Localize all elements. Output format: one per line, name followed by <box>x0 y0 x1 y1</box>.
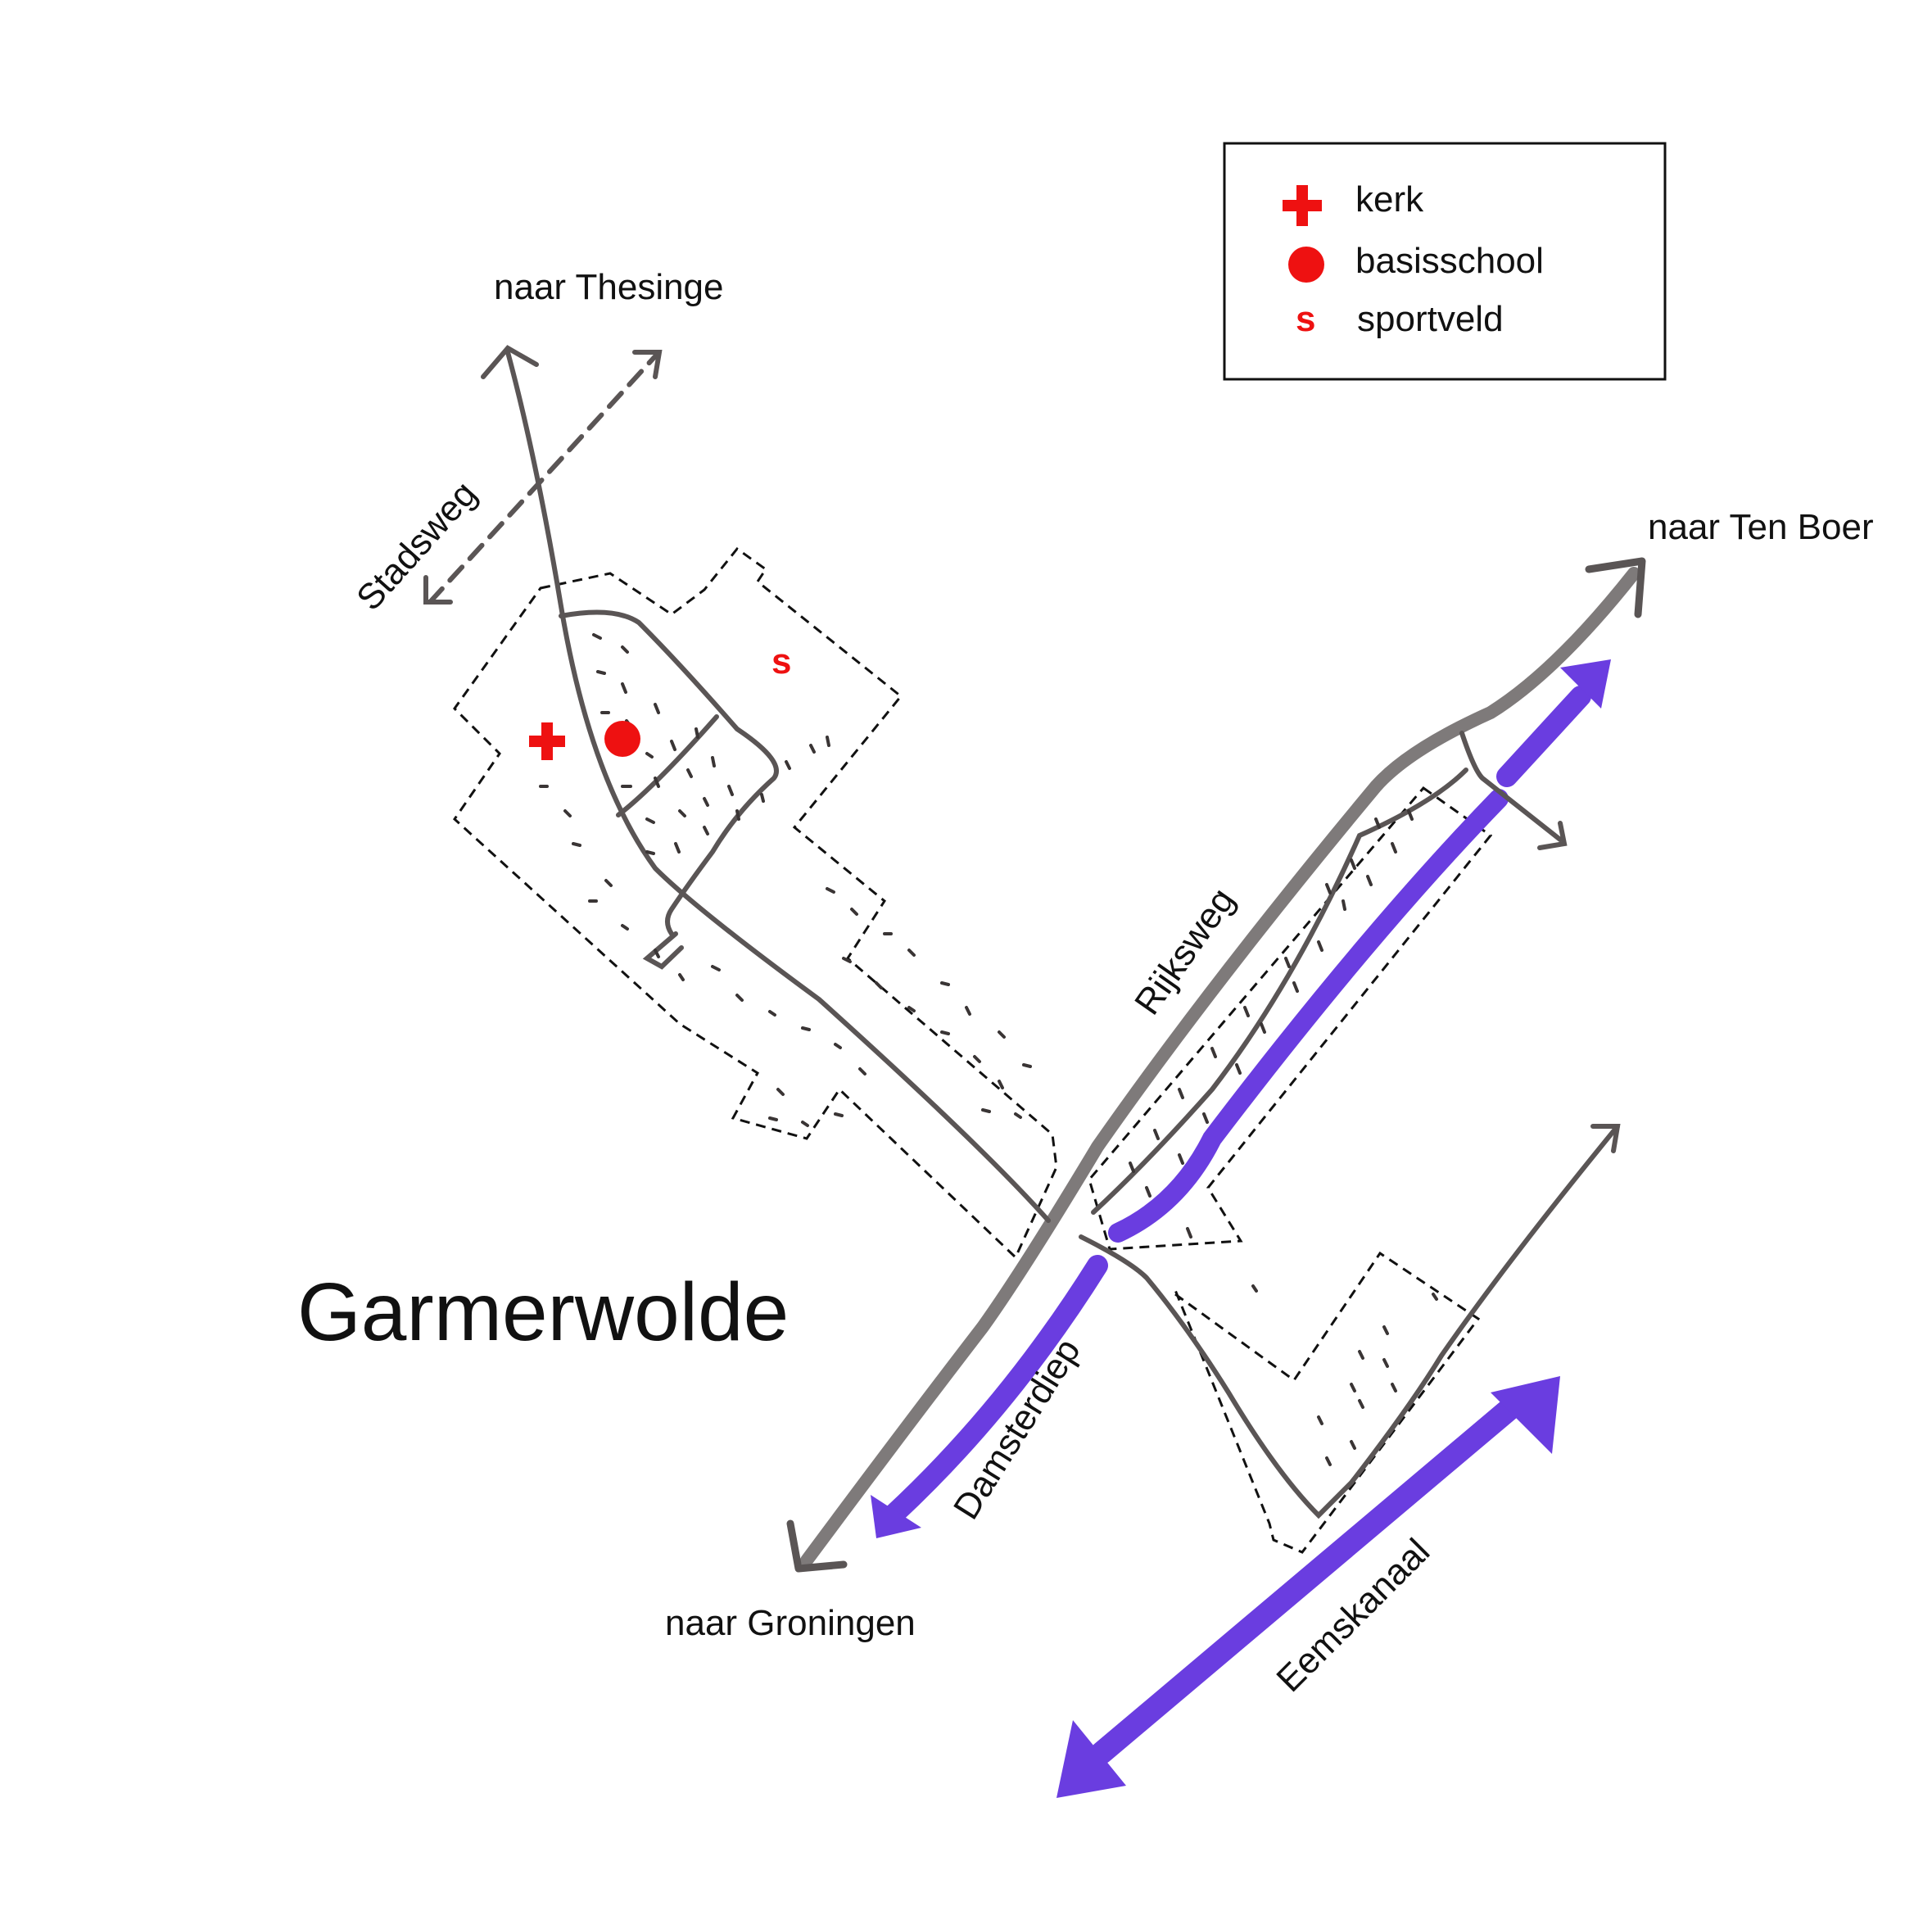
house-mark <box>826 887 1032 1119</box>
s-icon: s <box>1296 299 1315 339</box>
village-core-outline <box>453 546 1058 1260</box>
thesinge-road-line <box>505 350 1051 1223</box>
street-loop <box>559 609 779 936</box>
stadsweg-arrow-sw <box>423 575 453 605</box>
eemskanaal-line <box>1090 1389 1531 1764</box>
school-marker <box>604 721 640 757</box>
damsterdiep-line-upper <box>1496 686 1591 787</box>
damsterdiep-arrow-sw <box>871 1495 921 1538</box>
legend-label-sportveld: sportveld <box>1357 299 1504 339</box>
rijksweg-side <box>1091 768 1468 1215</box>
label-eemskanaal: Eemskanaal <box>1269 1531 1437 1700</box>
south-strip-outline <box>1174 1251 1481 1554</box>
damsterdiep-line-north <box>1108 789 1509 1243</box>
stadsweg-line <box>428 354 658 605</box>
eemskanaal-arrow-sw <box>1056 1720 1126 1798</box>
label-stadsweg: Stadsweg <box>349 473 485 618</box>
rijksweg-arrow-ne <box>1585 557 1646 618</box>
legend-label-basisschool: basisschool <box>1355 241 1544 281</box>
street-cross <box>616 714 719 817</box>
legend: kerk basisschool s sportveld <box>1223 142 1667 381</box>
rijksweg-road <box>786 557 1646 1573</box>
map-title: Garmerwolde <box>297 1266 789 1358</box>
houses <box>539 633 1438 1466</box>
village-outline <box>453 546 1493 1554</box>
stadsweg-road <box>423 350 663 605</box>
thesinge-arrow <box>481 345 539 379</box>
south-road-arrow <box>1590 1124 1621 1153</box>
house-mark <box>1251 1284 1438 1466</box>
house-mark <box>539 785 866 1075</box>
church-cross-h <box>529 736 565 747</box>
dot-icon <box>1288 247 1324 283</box>
legend-item-sportveld: s sportveld <box>1296 299 1504 339</box>
church-marker <box>529 722 565 760</box>
house-mark <box>1129 809 1414 1238</box>
label-groningen: naar Groningen <box>665 1603 916 1643</box>
ten-boer-branch-arrow <box>1537 821 1568 850</box>
house-mark <box>592 633 716 788</box>
village-streets <box>559 609 1621 1519</box>
legend-item-kerk: kerk <box>1283 179 1424 226</box>
damsterdiep-line-south <box>882 1255 1108 1526</box>
damsterdiep-arrow-ne <box>1560 659 1611 709</box>
rijksweg-strip-outline <box>1088 786 1493 1251</box>
sportveld-marker: s <box>771 641 791 682</box>
house-mark <box>768 1088 844 1127</box>
damsterdiep-canal <box>871 659 1611 1538</box>
house-mark <box>645 736 830 855</box>
eemskanaal-arrow-ne <box>1491 1376 1560 1454</box>
label-thesinge: naar Thesinge <box>494 267 724 307</box>
south-road <box>1079 1124 1620 1519</box>
rijksweg-arrow-sw <box>786 1519 848 1573</box>
legend-item-basisschool: basisschool <box>1288 241 1544 283</box>
cross-icon <box>1283 185 1322 226</box>
label-rijksweg: Rijksweg <box>1127 881 1242 1021</box>
street-spur <box>642 931 684 970</box>
rijksweg-line <box>800 567 1640 1567</box>
label-ten-boer: naar Ten Boer <box>1648 507 1874 547</box>
thesinge-road <box>481 345 1051 1223</box>
ten-boer-branch <box>1459 731 1563 842</box>
stadsweg-arrow-ne <box>632 350 663 379</box>
eemskanaal-canal <box>1056 1376 1560 1798</box>
legend-label-kerk: kerk <box>1355 179 1424 220</box>
